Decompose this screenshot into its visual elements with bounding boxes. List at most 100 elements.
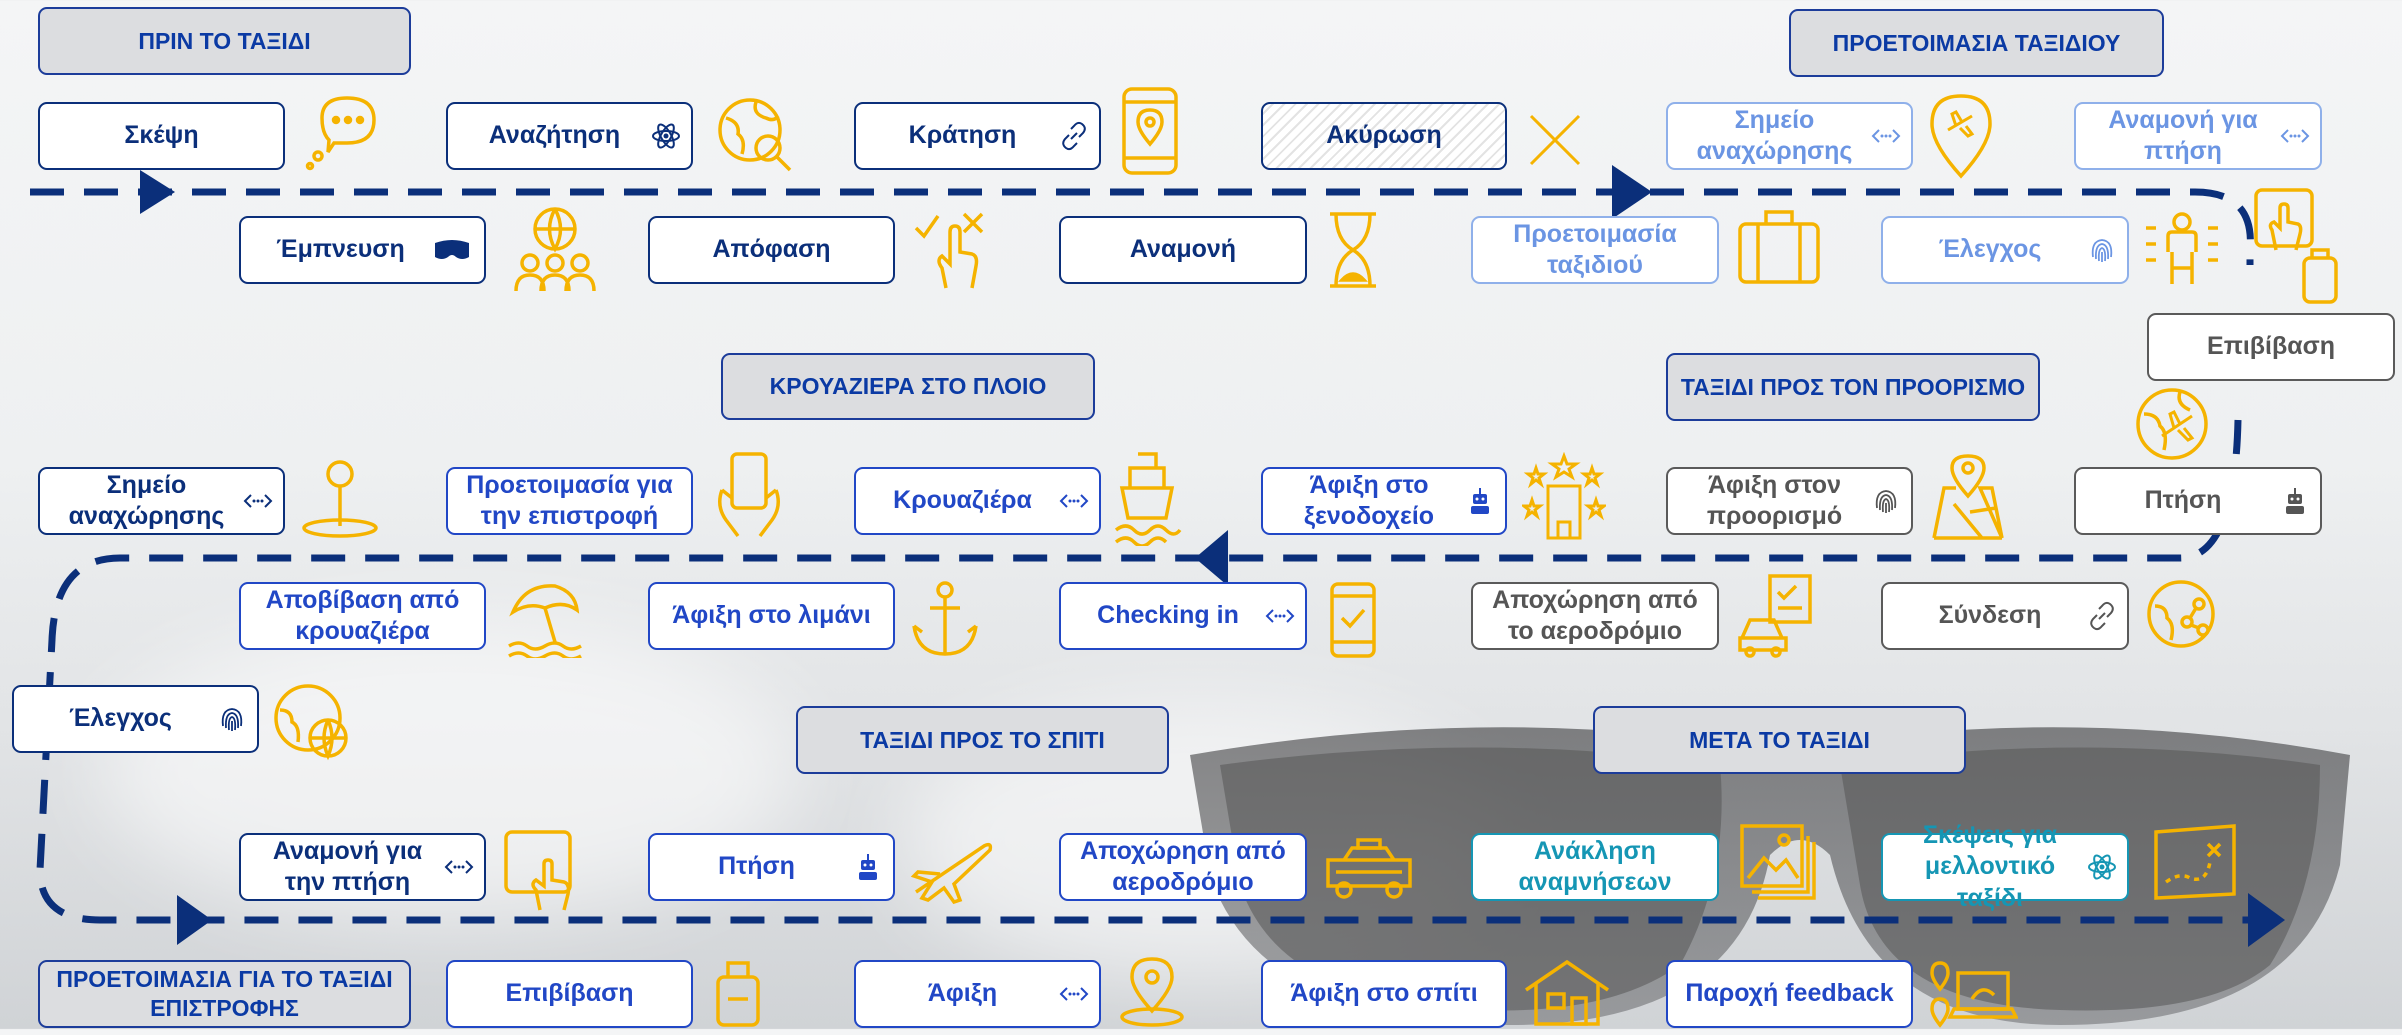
- step-label: Αποχώρηση από αεροδρόμιο: [1080, 836, 1286, 896]
- step-cancel[interactable]: Ακύρωση: [1261, 102, 1507, 170]
- step-connection[interactable]: Σύνδεση: [1881, 582, 2129, 650]
- robot-icon: [2286, 488, 2304, 514]
- step-label: Αποχώρηση από το αεροδρόμιο: [1492, 585, 1698, 645]
- ship-icon: [1114, 452, 1182, 546]
- step-label: Αναμονή: [1129, 235, 1237, 264]
- step-airport-leave[interactable]: Αποχώρηση από το αεροδρόμιο: [1471, 582, 1719, 650]
- step-wait-flight-2[interactable]: Αναμονή για την πτήση: [239, 833, 486, 901]
- robot-icon: [859, 854, 877, 880]
- step-label: Προετοιμασία για την επιστροφή: [466, 470, 673, 530]
- laptop-location-icon: [1930, 961, 2018, 1028]
- step-port-arrival[interactable]: Άφιξη στο λιμάνι: [648, 582, 895, 650]
- step-departure-point[interactable]: Σημείο αναχώρησης: [1666, 102, 1913, 170]
- thought-bubble-icon: [305, 96, 376, 171]
- step-label: Ανάκληση αναμνήσεων: [1518, 836, 1672, 896]
- step-cruise[interactable]: Κρουαζιέρα: [854, 467, 1101, 535]
- step-label: Έμπνευση: [276, 235, 405, 264]
- luggage-icon: [716, 961, 760, 1027]
- step-booking[interactable]: Κράτηση: [854, 102, 1101, 170]
- step-memories[interactable]: Ανάκληση αναμνήσεων: [1471, 833, 1719, 901]
- security-scan-icon: [2146, 212, 2218, 284]
- fingerprint-icon: [221, 708, 243, 731]
- step-flight-2[interactable]: Πτήση: [648, 833, 895, 901]
- step-flight[interactable]: Πτήση: [2074, 467, 2322, 535]
- step-airport-leave-2[interactable]: Αποχώρηση από αεροδρόμιο: [1059, 833, 1307, 901]
- passport-globe-icon: [274, 684, 348, 761]
- code-arrows-icon: [1265, 609, 1295, 623]
- car-document-icon: [1738, 574, 1812, 658]
- step-cruise-departure-point[interactable]: Σημείο αναχώρησης: [38, 467, 285, 535]
- code-arrows-icon: [444, 860, 474, 874]
- step-label: Πτήση: [718, 852, 795, 881]
- section-label: ΤΑΞΙΔΙ ΠΡΟΣ ΤΟΝ ΠΡΟΟΡΙΣΜΟ: [1680, 373, 2026, 400]
- code-arrows-icon: [1059, 987, 1089, 1001]
- section-cruise: ΚΡΟΥΑΖΙΕΡΑ ΣΤΟ ΠΛΟΙΟ: [721, 353, 1095, 420]
- step-future-trip[interactable]: Σκέψεις για μελλοντικό ταξίδι: [1881, 821, 2129, 912]
- step-wait-flight[interactable]: Αναμονή για πτήση: [2074, 102, 2322, 170]
- globe-plane-icon: [2136, 388, 2208, 460]
- anchor-icon: [912, 581, 978, 656]
- code-arrows-icon: [2280, 129, 2310, 143]
- step-label: Παροχή feedback: [1685, 979, 1894, 1008]
- step-label: Αναμονή για πτήση: [2108, 105, 2258, 165]
- step-hotel-arrival[interactable]: Άφιξη στο ξενοδοχείο: [1261, 467, 1507, 535]
- hand-phone-icon: [718, 452, 780, 538]
- step-checkin[interactable]: Checking in: [1059, 582, 1307, 650]
- step-label: Άφιξη στο λιμάνι: [672, 601, 871, 630]
- step-arrival[interactable]: Άφιξη: [854, 960, 1101, 1028]
- step-inspiration[interactable]: Έμπνευση: [239, 216, 486, 284]
- section-label: ΤΑΞΙΔΙ ΠΡΟΣ ΤΟ ΣΠΙΤΙ: [860, 726, 1105, 753]
- step-boarding[interactable]: Επιβίβαση: [2147, 313, 2395, 381]
- step-feedback[interactable]: Παροχή feedback: [1666, 960, 1913, 1028]
- map-pin-icon: [302, 460, 378, 538]
- step-label: Άφιξη στο σπίτι: [1290, 979, 1478, 1008]
- path-arrow: [1612, 165, 1652, 219]
- step-waiting[interactable]: Αναμονή: [1059, 216, 1307, 284]
- step-boarding-2[interactable]: Επιβίβαση: [446, 960, 693, 1028]
- code-arrows-icon: [1871, 129, 1901, 143]
- touch-choice-icon: [914, 212, 984, 289]
- hourglass-icon: [1330, 212, 1376, 288]
- step-label: Επιβίβαση: [505, 979, 634, 1008]
- close-icon: [1529, 114, 1581, 166]
- step-label: Σημείο αναχώρησης: [1696, 105, 1853, 165]
- path-arrow: [1195, 530, 1228, 586]
- step-label: Άφιξη: [927, 979, 998, 1008]
- path-arrow: [140, 170, 175, 214]
- step-thought[interactable]: Σκέψη: [38, 102, 285, 170]
- step-check-2[interactable]: Έλεγχος: [12, 685, 259, 753]
- section-label: ΠΡΟΕΤΟΙΜΑΣΙΑ ΤΑΞΙΔΙΟΥ: [1832, 29, 2121, 56]
- step-label: Σημείο αναχώρησης: [68, 470, 225, 530]
- step-trip-prep[interactable]: Προετοιμασία ταξιδιού: [1471, 216, 1719, 284]
- step-label: Σκέψεις για μελλοντικό ταξίδι: [1922, 821, 2058, 912]
- step-label: Αναζήτηση: [488, 121, 621, 150]
- suitcase-icon: [1738, 210, 1820, 284]
- step-search[interactable]: Αναζήτηση: [446, 102, 693, 170]
- code-arrows-icon: [243, 494, 273, 508]
- section-label: ΚΡΟΥΑΖΙΕΡΑ ΣΤΟ ΠΛΟΙΟ: [769, 373, 1047, 400]
- step-home-arrival[interactable]: Άφιξη στο σπίτι: [1261, 960, 1507, 1028]
- phone-check-icon: [1330, 582, 1376, 658]
- step-label: Σκέψη: [124, 121, 199, 150]
- globe-search-icon: [718, 98, 792, 172]
- hotel-stars-icon: [1522, 452, 1606, 540]
- taxi-icon: [1326, 838, 1412, 899]
- step-label: Κρουαζιέρα: [893, 486, 1032, 515]
- section-prep-return-trip: ΠΡΟΕΤΟΙΜΑΣΙΑ ΓΙΑ ΤΟ ΤΑΞΙΔΙ ΕΠΙΣΤΡΟΦΗΣ: [38, 960, 411, 1028]
- globe-share-icon: [2147, 580, 2215, 648]
- location-pin-icon: [1120, 957, 1184, 1027]
- step-disembark[interactable]: Αποβίβαση από κρουαζιέρα: [239, 582, 486, 650]
- step-label: Απόφαση: [712, 235, 831, 264]
- step-decision[interactable]: Απόφαση: [648, 216, 895, 284]
- atom-icon: [2088, 854, 2116, 880]
- step-destination-arrival[interactable]: Άφιξη στον προορισμό: [1666, 467, 1913, 535]
- treasure-map-icon: [2154, 824, 2236, 900]
- step-label: Checking in: [1097, 601, 1239, 630]
- atom-icon: [652, 123, 680, 149]
- step-label: Έλεγχος: [1938, 235, 2042, 264]
- location-plane-icon: [1930, 94, 1992, 179]
- section-label: ΠΡΟΕΤΟΙΜΑΣΙΑ ΓΙΑ ΤΟ ΤΑΞΙΔΙ ΕΠΙΣΤΡΟΦΗΣ: [56, 966, 393, 1021]
- step-prep-return[interactable]: Προετοιμασία για την επιστροφή: [446, 467, 693, 535]
- step-check[interactable]: Έλεγχος: [1881, 216, 2129, 284]
- global-people-icon: [514, 207, 596, 292]
